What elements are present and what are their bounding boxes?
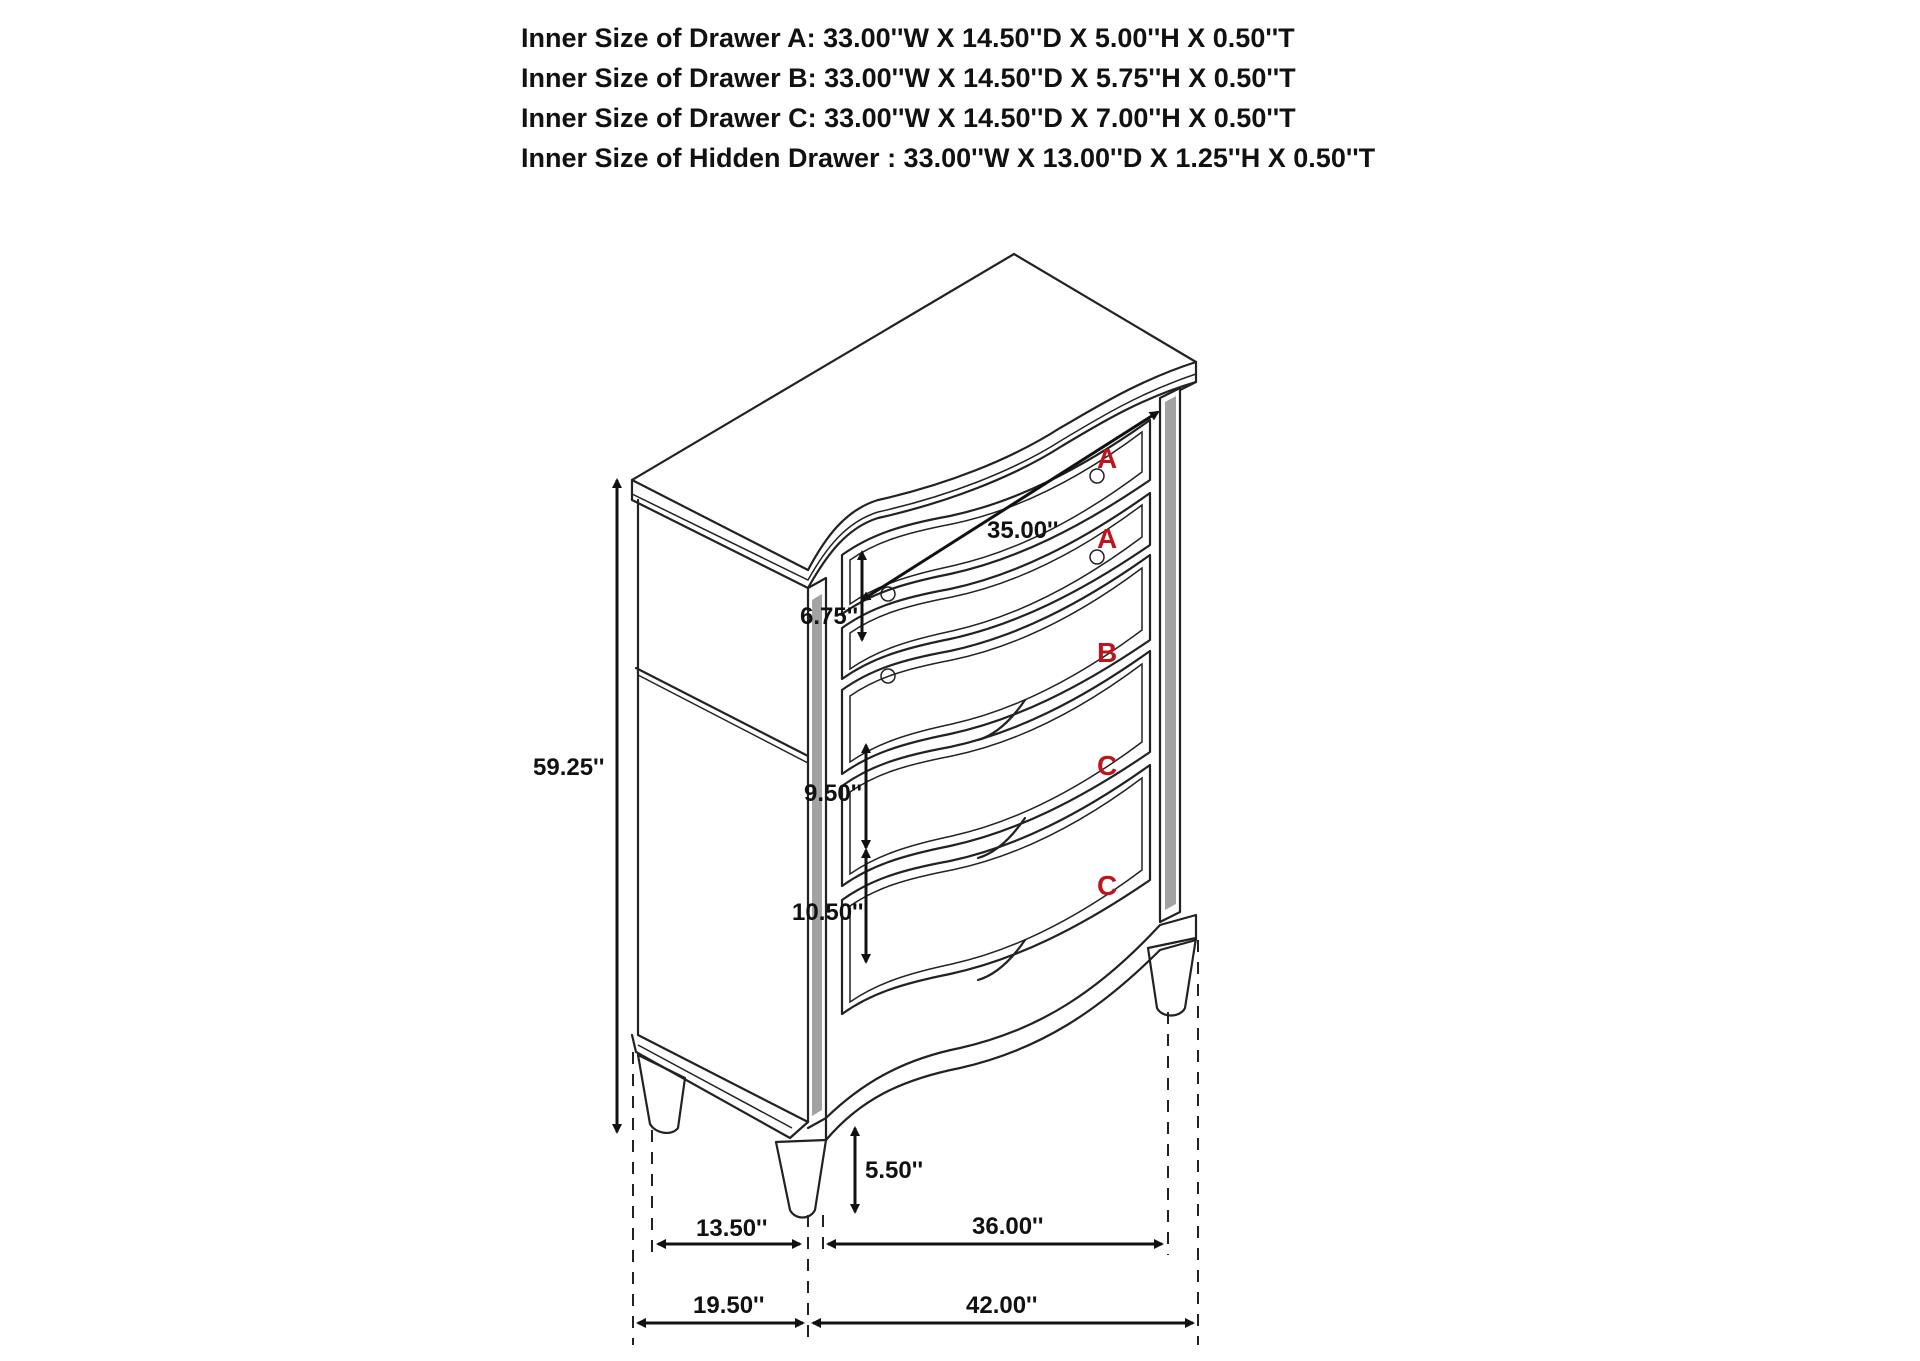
leg-front-right — [1146, 936, 1198, 1017]
dim-total-height: 59.25'' — [533, 754, 604, 781]
leg-back-left — [636, 1053, 687, 1134]
spec-drawer-b: Inner Size of Drawer B: 33.00''W X 14.50… — [521, 63, 1296, 93]
dim-inner-width: 36.00'' — [972, 1213, 1043, 1240]
spec-drawer-a: Inner Size of Drawer A: 33.00''W X 14.50… — [521, 23, 1295, 53]
spec-drawer-c: Inner Size of Drawer C: 33.00''W X 14.50… — [521, 103, 1296, 133]
dim-overall-depth: 19.50'' — [693, 1292, 764, 1319]
drawer-front-3 — [840, 553, 1152, 776]
dim-drawer-c-height: 10.50'' — [792, 899, 863, 926]
dimension-lines — [612, 410, 1199, 1345]
drawer-front-4 — [840, 649, 1152, 888]
drawer-front-5 — [840, 763, 1152, 1016]
dim-drawer-a-height: 6.75'' — [800, 603, 858, 630]
bail-pull-icon — [976, 816, 1027, 860]
dim-inner-depth: 13.50'' — [696, 1215, 767, 1242]
drawer-hardware — [880, 468, 1105, 982]
dim-leg-height: 5.50'' — [865, 1157, 923, 1184]
side-panel — [636, 498, 810, 1124]
dim-drawer-b-height: 9.50'' — [804, 780, 862, 807]
drawer-label-a2: A — [1097, 523, 1117, 554]
drawer-specs-list: Inner Size of Drawer A: 33.00''W X 14.50… — [521, 18, 1375, 178]
spec-hidden-drawer: Inner Size of Hidden Drawer : 33.00''W X… — [521, 143, 1376, 173]
drawer-label-c2: C — [1097, 870, 1117, 901]
knob-icon — [880, 668, 896, 684]
bail-pull-icon — [976, 938, 1027, 982]
leg-front-left — [774, 1138, 828, 1219]
bail-pull-icon — [976, 698, 1027, 742]
drawer-label-c1: C — [1097, 750, 1117, 781]
drawer-label-b: B — [1097, 637, 1117, 668]
dim-top-width: 35.00'' — [987, 517, 1058, 544]
dimension-labels: 59.25'' 35.00'' 6.75'' 9.50'' 10.50'' 5.… — [533, 517, 1058, 1319]
chest-outline — [630, 252, 1198, 1219]
dim-overall-width: 42.00'' — [966, 1292, 1037, 1319]
